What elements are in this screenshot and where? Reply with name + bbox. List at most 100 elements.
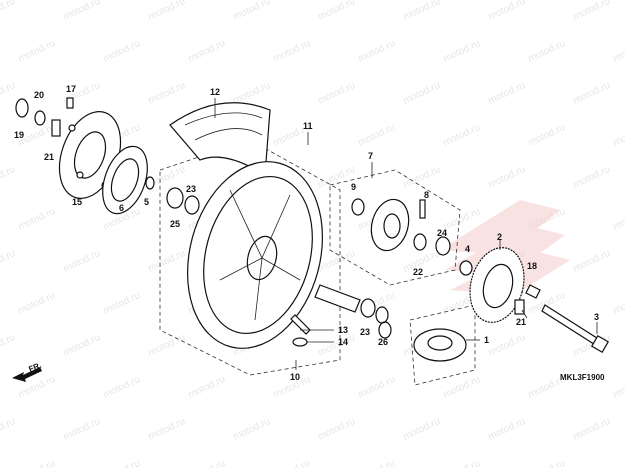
watermark-text: motod.ru (102, 290, 142, 317)
callout-8: 8 (424, 190, 429, 200)
bearing-25 (166, 187, 184, 209)
watermark-text: motod.ru (572, 416, 612, 443)
watermark-text: motod.ru (317, 416, 357, 443)
callout-25: 25 (170, 219, 180, 229)
watermark-text: motod.ru (102, 458, 142, 468)
collar-small-parts (15, 97, 74, 137)
nut-18 (525, 284, 541, 299)
callout-15: 15 (72, 197, 82, 207)
axle-collar (314, 284, 389, 324)
callout-18: 18 (527, 261, 537, 271)
watermark-text: motod.ru (612, 206, 625, 233)
callout-10: 10 (290, 372, 300, 382)
collar-5 (145, 176, 155, 190)
watermark-text: motod.ru (572, 164, 612, 191)
watermark-text: motod.ru (402, 416, 442, 443)
watermark-text: motod.ru (0, 416, 17, 443)
damper-outline (409, 304, 476, 386)
watermark-text: motod.ru (0, 80, 17, 107)
watermark-text: motod.ru (0, 332, 17, 359)
callout-4: 4 (465, 244, 470, 254)
bearing-23a (184, 195, 200, 215)
watermark-text: motod.ru (402, 80, 442, 107)
direction-label: FR. (27, 361, 42, 374)
watermark-text: motod.ru (0, 164, 17, 191)
o-ring-26 (378, 321, 392, 339)
callout-6: 6 (119, 203, 124, 213)
watermark-text: motod.ru (147, 80, 187, 107)
callout-9: 9 (351, 182, 356, 192)
watermark-text: motod.ru (232, 416, 272, 443)
watermark-text: motod.ru (187, 458, 227, 468)
seal-9 (351, 198, 365, 216)
callout-13: 13 (338, 325, 348, 335)
callout-14: 14 (338, 337, 348, 347)
watermark-text: motod.ru (232, 0, 272, 23)
watermark-text: motod.ru (357, 374, 397, 401)
diagram-code: MKL3F1900 (560, 373, 605, 382)
hub-assembly-outline (329, 169, 461, 286)
rear-axle (541, 304, 610, 354)
watermark-text: motod.ru (272, 38, 312, 65)
ring-part-6 (102, 145, 148, 215)
callout-20: 20 (34, 90, 44, 100)
watermark-text: motod.ru (147, 248, 187, 275)
watermark-text: motod.ru (487, 332, 527, 359)
watermark-text: motod.ru (572, 80, 612, 107)
watermark-text: motod.ru (442, 374, 482, 401)
callout-1: 1 (484, 335, 489, 345)
callout-23a: 23 (186, 184, 196, 194)
watermark-text: motod.ru (272, 458, 312, 468)
watermark-text: motod.ru (442, 38, 482, 65)
watermark-text: motod.ru (187, 38, 227, 65)
watermark-text: motod.ru (612, 374, 625, 401)
driven-flange (370, 198, 410, 252)
watermark-text: motod.ru (527, 38, 567, 65)
leader-lines (214, 98, 598, 370)
watermark-text: motod.ru (442, 458, 482, 468)
damper-rubber (413, 328, 467, 362)
watermark-text: motod.ru (147, 0, 187, 23)
watermark-text: motod.ru (17, 458, 57, 468)
callout-12: 12 (210, 87, 220, 97)
watermark-text: motod.ru (572, 248, 612, 275)
watermark-text: motod.ru (487, 80, 527, 107)
watermark-text: motod.ru (317, 0, 357, 23)
seal-24 (435, 236, 451, 256)
watermark-text: motod.ru (62, 0, 102, 23)
callout-23b: 23 (360, 327, 370, 337)
watermark-text: motod.ru (357, 458, 397, 468)
watermark-text: motod.ru (612, 458, 625, 468)
fr-arrow-icon: FR. (12, 361, 43, 382)
callout-22: 22 (413, 267, 423, 277)
watermark-text: motod.ru (487, 164, 527, 191)
callout-24: 24 (437, 228, 447, 238)
callout-21b: 21 (516, 317, 526, 327)
watermark-text: motod.ru (442, 122, 482, 149)
watermark-text: motod.ru (0, 0, 17, 23)
watermark-text: motod.ru (102, 374, 142, 401)
watermark-text: motod.ru (487, 416, 527, 443)
callout-21a: 21 (44, 152, 54, 162)
callout-labels: 12 11 7 9 8 24 22 4 2 18 21 3 1 13 14 23… (14, 84, 599, 382)
collar-4 (459, 260, 473, 276)
plate-21 (514, 299, 525, 315)
callout-17: 17 (66, 84, 76, 94)
watermark-text: motod.ru (402, 0, 442, 23)
watermark-text: motod.ru (612, 38, 625, 65)
valve-nut (292, 337, 308, 347)
watermark-text: motod.ru (317, 248, 357, 275)
watermark-text: motod.ru (147, 332, 187, 359)
air-valve (290, 314, 311, 335)
watermark-text: motod.ru (317, 80, 357, 107)
bearing-22 (413, 233, 427, 251)
watermark-text: motod.ru (17, 290, 57, 317)
watermark-text: motod.ru (17, 206, 57, 233)
watermark-text: motod.ru (612, 122, 625, 149)
callout-5: 5 (144, 197, 149, 207)
callout-19: 19 (14, 130, 24, 140)
watermark-text: motod.ru (612, 290, 625, 317)
tire (169, 102, 271, 177)
watermark-text: motod.ru (357, 122, 397, 149)
